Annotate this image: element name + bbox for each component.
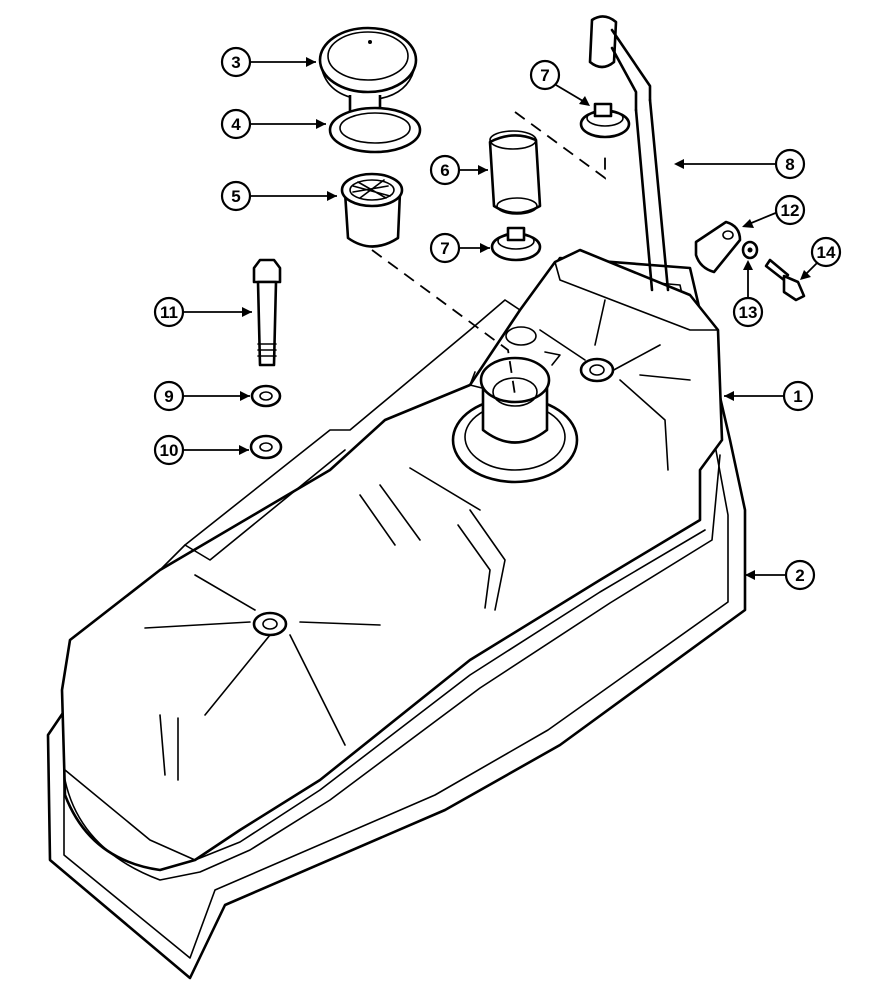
callout-11: 11: [160, 303, 178, 322]
breather-hose: [488, 130, 542, 215]
callout-1: 1: [793, 387, 802, 406]
breather-filter: [340, 172, 404, 248]
cap-seal: [328, 95, 422, 154]
callout-2: 2: [795, 566, 804, 585]
alignment-line-6: [514, 111, 606, 180]
washer: [250, 384, 282, 408]
callout-3-circle: [220, 46, 252, 78]
callout-8-circle: [774, 148, 806, 180]
callout-1-circle: [782, 380, 814, 412]
hose-clamp-lower: [490, 226, 542, 262]
callout-5: 5: [231, 187, 240, 206]
callout-4-circle: [220, 108, 252, 140]
alignment-line-5: [371, 249, 516, 396]
clip: [694, 220, 742, 274]
callout-4: 4: [231, 115, 241, 134]
callout-14-circle: [810, 236, 842, 268]
filler-cap: [318, 26, 418, 101]
bolt: [252, 258, 282, 367]
callout-12: 12: [781, 201, 800, 220]
callout-6-circle: [429, 154, 461, 186]
callout-3: 3: [231, 53, 240, 72]
callout-8: 8: [785, 155, 794, 174]
hose-clamp-upper: [579, 102, 631, 139]
screw: [764, 258, 806, 302]
callout-7a-circle: [529, 59, 561, 91]
callout-9: 9: [164, 387, 173, 406]
callout-12-circle: [774, 194, 806, 226]
callout-7b: 7: [440, 239, 449, 258]
callout-11-circle: [153, 296, 185, 328]
valve-cover: [60, 248, 724, 881]
callout-7b-circle: [429, 232, 461, 264]
grommet: [249, 434, 283, 460]
callout-13-circle: [732, 296, 764, 328]
small-washer: [741, 240, 759, 260]
callout-2-circle: [784, 559, 816, 591]
callout-5-circle: [220, 180, 252, 212]
callout-7a: 7: [540, 66, 549, 85]
callout-13: 13: [739, 303, 758, 322]
breather-tube: [588, 15, 670, 292]
callout-14: 14: [817, 243, 836, 262]
callout-10: 10: [160, 441, 179, 460]
callout-6: 6: [440, 161, 449, 180]
callout-10-circle: [153, 434, 185, 466]
callout-9-circle: [153, 380, 185, 412]
